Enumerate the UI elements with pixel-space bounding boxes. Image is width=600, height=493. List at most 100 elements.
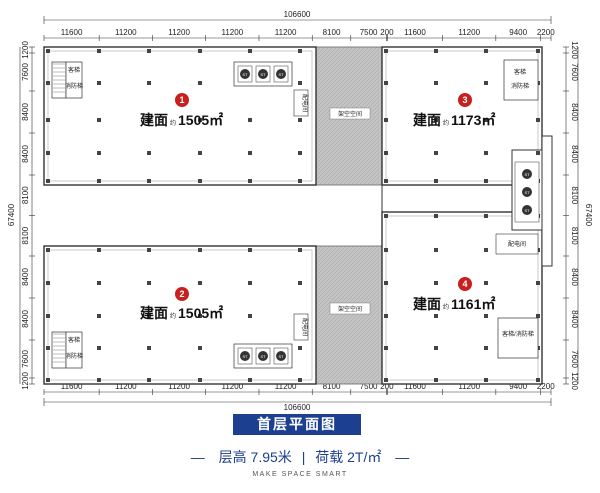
- column: [484, 214, 488, 218]
- column: [384, 314, 388, 318]
- elevator-label-1: 客梯: [68, 66, 80, 74]
- column: [484, 151, 488, 155]
- column: [536, 314, 540, 318]
- column: [434, 248, 438, 252]
- column: [298, 151, 302, 155]
- unit-4-label: 4 建面 约 1161㎡: [413, 277, 495, 312]
- column: [97, 118, 101, 122]
- dimension-label: 11600: [61, 382, 83, 391]
- column: [147, 118, 151, 122]
- dimension-label: 7500: [360, 28, 378, 37]
- column: [434, 151, 438, 155]
- dimension-label: 8100: [21, 226, 30, 244]
- dimension-label: 8100: [570, 227, 579, 245]
- column: [484, 49, 488, 53]
- svg-text:1505㎡: 1505㎡: [178, 305, 223, 321]
- dimension-label: 8400: [570, 145, 579, 163]
- column: [97, 151, 101, 155]
- column: [97, 81, 101, 85]
- core-unit-3: 客梯 消防梯: [503, 59, 539, 101]
- svg-text:约: 约: [443, 303, 449, 311]
- dimension-label: 200: [380, 28, 394, 37]
- dimension-label: 8400: [570, 103, 579, 121]
- svg-text:约: 约: [170, 119, 176, 127]
- column: [484, 281, 488, 285]
- dimension-label: 11200: [222, 28, 244, 37]
- dimension-label: 7600: [21, 350, 30, 368]
- column: [147, 378, 151, 382]
- dimension-label: 7600: [570, 350, 579, 368]
- dimension-label: 8400: [21, 103, 30, 121]
- column: [46, 314, 50, 318]
- column: [147, 314, 151, 318]
- column: [97, 378, 101, 382]
- combined-core-label-4: 客梯/消防梯: [502, 330, 534, 338]
- column: [484, 248, 488, 252]
- svg-text:建面: 建面: [413, 296, 441, 312]
- column: [434, 214, 438, 218]
- column: [97, 314, 101, 318]
- unit-3-label: 3 建面 约 1173㎡: [413, 93, 495, 128]
- column: [198, 49, 202, 53]
- power-room-unit-2: 配电间: [293, 313, 309, 341]
- column: [46, 248, 50, 252]
- fire-stair-label-3: 消防梯: [511, 82, 529, 90]
- column: [298, 346, 302, 350]
- lift-tag: ST: [524, 190, 530, 195]
- dimension-label: 1200: [21, 372, 30, 390]
- svg-text:3: 3: [462, 95, 467, 105]
- dimension-label: 9400: [509, 28, 527, 37]
- dimension-label: 11200: [458, 28, 480, 37]
- column: [298, 248, 302, 252]
- column: [434, 118, 438, 122]
- column: [97, 346, 101, 350]
- column: [484, 314, 488, 318]
- unit-1-label: 1 建面 约 1505㎡: [140, 93, 223, 128]
- svg-text:建面: 建面: [413, 112, 441, 128]
- column: [384, 179, 388, 183]
- dimension-label: 9400: [509, 382, 527, 391]
- column: [198, 346, 202, 350]
- column: [97, 49, 101, 53]
- svg-text:建面: 建面: [140, 305, 168, 321]
- unit-2-label: 2 建面 约 1505㎡: [140, 287, 223, 321]
- dimension-label: 11200: [458, 382, 480, 391]
- lift-tag: ST: [278, 72, 284, 77]
- column: [198, 281, 202, 285]
- dimension-label: 2200: [537, 28, 555, 37]
- total-height-left: 67400: [7, 203, 16, 226]
- column: [147, 281, 151, 285]
- subtitle-dash-right: —: [395, 449, 410, 465]
- dimension-label: 8100: [323, 382, 341, 391]
- dimension-label: 11200: [168, 28, 190, 37]
- subtitle-dash-left: —: [190, 449, 205, 465]
- column: [147, 248, 151, 252]
- svg-text:4: 4: [462, 279, 467, 289]
- column: [384, 151, 388, 155]
- column: [147, 81, 151, 85]
- elevator-label-2: 客梯: [68, 336, 80, 344]
- column: [46, 378, 50, 382]
- column: [46, 81, 50, 85]
- dimension-label: 1200: [570, 41, 579, 59]
- dimension-label: 11200: [275, 28, 297, 37]
- column: [434, 81, 438, 85]
- column: [248, 248, 252, 252]
- power-room-label-2: 配电间: [301, 318, 309, 336]
- column: [484, 179, 488, 183]
- column-grid: [46, 49, 540, 382]
- column: [298, 281, 302, 285]
- dimension-label: 7600: [21, 63, 30, 81]
- svg-text:1161㎡: 1161㎡: [451, 296, 495, 312]
- total-height-right: 67400: [584, 204, 593, 227]
- dimension-label: 11200: [115, 28, 137, 37]
- column: [536, 378, 540, 382]
- dimension-label: 11200: [115, 382, 137, 391]
- fire-stair-label-1: 消防梯: [65, 82, 83, 90]
- core-unit-2: 客梯 消防梯: [51, 331, 83, 369]
- total-width-bottom: 106600: [284, 403, 311, 410]
